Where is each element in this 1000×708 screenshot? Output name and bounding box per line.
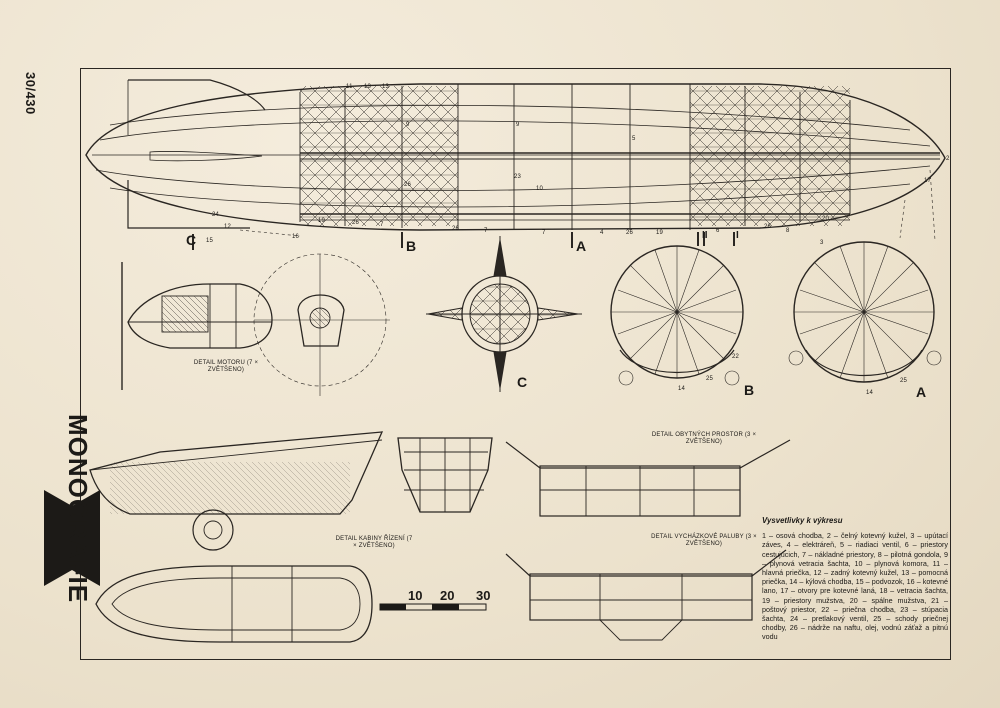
callout: 26 (764, 224, 772, 230)
callout: 7 (380, 222, 384, 228)
callout: 12 (224, 224, 232, 230)
scale-label: 10 (408, 588, 423, 603)
scale-label: 20 (440, 588, 455, 603)
callout: 16 (292, 234, 300, 240)
callout: 2 (946, 156, 950, 162)
callout: 10 (536, 186, 544, 192)
legend: Vysvetlivky k výkresu 1 – osová chodba, … (762, 516, 948, 642)
callout: 26 (626, 230, 634, 236)
legend-body: 1 – osová chodba, 2 – čelný kotevný kuže… (762, 531, 948, 642)
cross-section-letter-c: C (517, 374, 528, 390)
motor-detail-side (121, 262, 273, 390)
quarters-detail (505, 439, 791, 517)
section-mark-c: C (186, 232, 197, 248)
monografie-logo (44, 490, 100, 586)
section-mark-i: I (736, 230, 739, 241)
section-mark-b: B (406, 238, 417, 254)
callout: 17 (924, 178, 932, 184)
section-mark-a: A (576, 238, 587, 254)
cross-section-b (610, 245, 744, 386)
callout: 19 (656, 230, 664, 236)
callout: 25 (900, 378, 908, 384)
motor-detail-front (253, 253, 390, 396)
callout: 9 (406, 122, 410, 128)
cross-section-letter-b: B (744, 382, 755, 398)
drawing-frame (80, 68, 951, 660)
control-car-plan (95, 565, 373, 643)
brand-name: MONOGRAFIE (63, 414, 93, 604)
callout: 25 (706, 376, 714, 382)
callout: 14 (678, 386, 686, 392)
label-cabin-detail: DETAIL KABINY ŘÍZENÍ (7 × ZVĚTŠENO) (335, 536, 413, 549)
callout: 22 (732, 354, 740, 360)
callout: 14 (866, 390, 874, 396)
callout: 11 (346, 84, 353, 90)
airship-side-view (85, 79, 946, 241)
callout: 26 (404, 182, 412, 188)
label-deck-detail: DETAIL VYCHÁZKOVÉ PALUBY (3 × ZVĚTŠENO) (651, 534, 757, 547)
section-marks (192, 232, 735, 250)
callout: 8 (786, 228, 790, 234)
callout: 13 (382, 84, 390, 90)
callout: 23 (514, 174, 522, 180)
callout: 15 (206, 238, 214, 244)
control-car-side (89, 431, 384, 551)
callout: 24 (212, 212, 220, 218)
deck-detail (505, 549, 787, 641)
cross-section-letter-a: A (916, 384, 927, 400)
control-car-front (397, 437, 493, 513)
legend-title: Vysvetlivky k výkresu (762, 516, 843, 525)
callout: 19 (318, 218, 326, 224)
callout: 5 (632, 136, 636, 142)
scale-bar-graphic (379, 603, 487, 611)
callout: 3 (820, 240, 824, 246)
callout: 13 (364, 84, 372, 90)
label-motor-detail: DETAIL MOTORU (7 × ZVĚTŠENO) (193, 360, 259, 373)
scale-bar-labels: 10 20 30 (400, 588, 510, 604)
callout: 20 (822, 216, 830, 222)
label-quarters-detail: DETAIL OBYTNÝCH PROSTOR (3 × ZVĚTŠENO) (651, 432, 757, 445)
cross-section-c (426, 236, 582, 392)
callout: 6 (716, 228, 720, 234)
callout: 26 (452, 226, 460, 232)
cross-section-a (788, 241, 942, 383)
callout: 7 (542, 230, 546, 236)
callout: 7 (484, 228, 488, 234)
section-mark-ii: II (702, 230, 708, 241)
scale-label: 30 (476, 588, 491, 603)
callout: 4 (600, 230, 604, 236)
callout: 9 (516, 122, 520, 128)
callout: 26 (352, 220, 360, 226)
